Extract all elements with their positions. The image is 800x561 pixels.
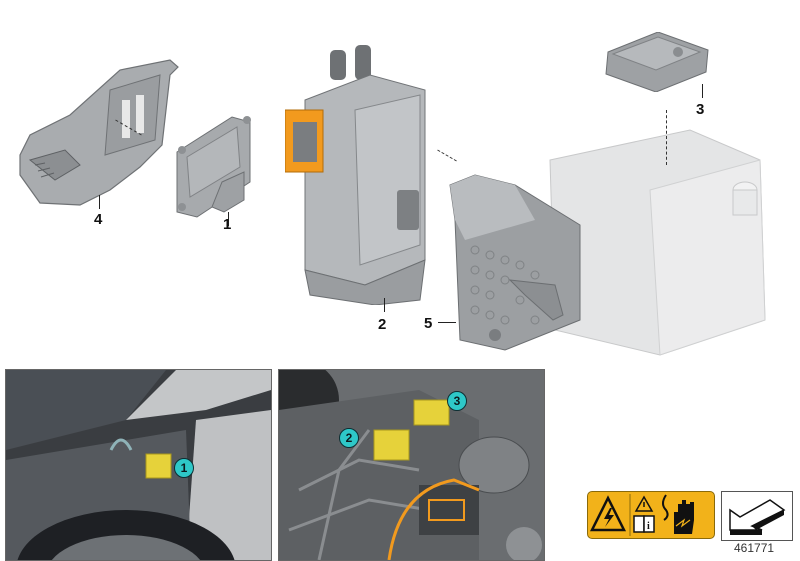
leader-line-1 xyxy=(228,212,229,226)
install-direction-box xyxy=(721,491,793,541)
high-voltage-icon xyxy=(589,495,627,532)
housing-illustration xyxy=(549,129,766,356)
callout-5[interactable]: 5 xyxy=(424,315,433,332)
location-badge-3[interactable]: 3 xyxy=(447,391,467,411)
location-photo-fender: 1 xyxy=(5,369,272,561)
location-badge-2[interactable]: 2 xyxy=(339,428,359,448)
high-voltage-warning-label: i xyxy=(587,491,715,539)
leader-line-2 xyxy=(384,298,385,312)
manual-info-icon: i xyxy=(633,515,655,533)
caution-triangle-icon xyxy=(634,495,654,512)
location-badge-1[interactable]: 1 xyxy=(174,458,194,478)
arrow-down-left-icon xyxy=(729,499,786,535)
engine-bay-photo-illustration xyxy=(279,370,544,560)
location-photo-engine-bay: 2 3 xyxy=(278,369,545,561)
control-module-top-illustration xyxy=(605,32,709,92)
fender-photo-illustration xyxy=(6,370,271,560)
callout-4[interactable]: 4 xyxy=(94,211,103,228)
mounting-bracket-illustration xyxy=(19,59,179,206)
control-module-small-illustration xyxy=(176,116,251,218)
leader-dashed-2-5 xyxy=(437,149,457,162)
power-electronics-illustration xyxy=(285,45,426,305)
heat-shield-illustration xyxy=(449,174,581,351)
callout-2[interactable]: 2 xyxy=(378,316,387,333)
cable-icon xyxy=(662,494,669,521)
glove-hand-icon xyxy=(674,500,694,534)
leader-line-3 xyxy=(702,84,703,98)
callout-1[interactable]: 1 xyxy=(223,216,232,233)
svg-text:i: i xyxy=(647,521,650,532)
leader-dashed-3 xyxy=(666,110,667,165)
leader-line-4 xyxy=(99,195,100,209)
callout-3[interactable]: 3 xyxy=(696,101,705,118)
leader-line-5 xyxy=(438,322,456,323)
reference-number: 461771 xyxy=(734,541,775,555)
